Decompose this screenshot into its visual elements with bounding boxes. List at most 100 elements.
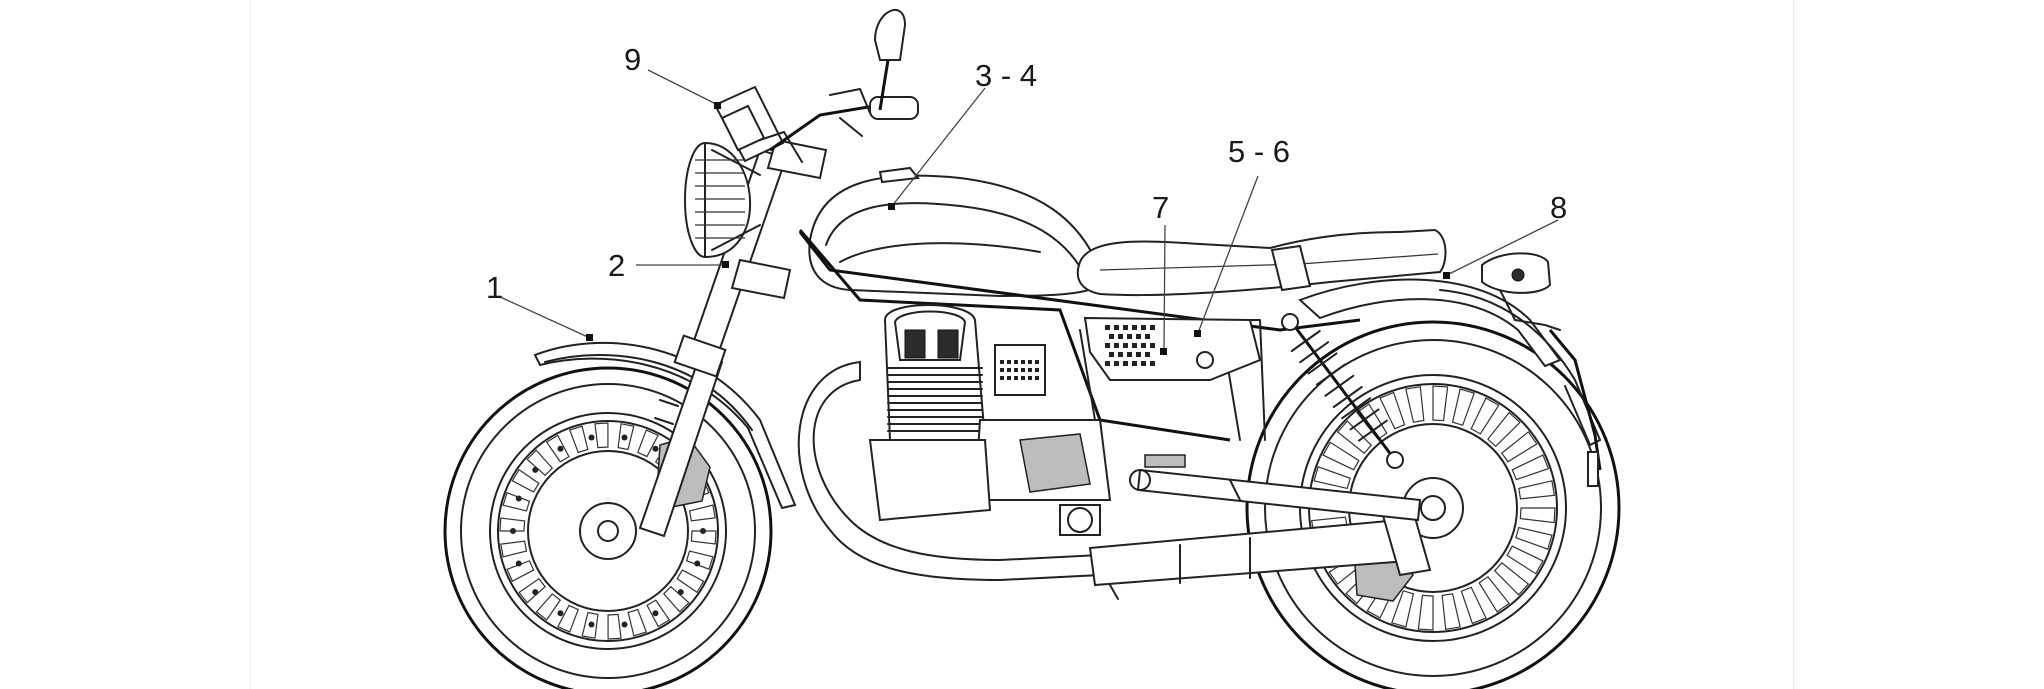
front-wheel-spoke [637,429,659,458]
airbox-vent-hole [1021,368,1025,372]
vent-hole [1132,343,1137,348]
callout-7: 7 [1152,190,1169,225]
brake-disc-hole [515,495,522,502]
brake-disc-hole [557,610,564,617]
vent-hole [1145,352,1150,357]
airbox-vent-hole [1021,360,1025,364]
rear-wheel-spoke [1460,586,1487,625]
footpeg [1109,454,1241,600]
vent-hole [1118,352,1123,357]
front-wheel-spoke [676,569,705,594]
rear-wheel-spoke [1518,480,1556,500]
airbox-vent-hole [1007,376,1011,380]
airbox-vent-hole [1021,376,1025,380]
left-margin [0,0,251,689]
vent-hole [1105,343,1110,348]
airbox-vent-hole [1007,368,1011,372]
shock-coil [1315,363,1346,386]
rear-wheel [1245,320,1621,689]
vent-hole [1145,334,1150,339]
vent-hole [1127,334,1132,339]
brake-disc-hole [515,560,522,567]
front-wheel-spoke [662,585,690,613]
brake-disc-hole [557,445,564,452]
front-fender [533,341,797,510]
shock-coil [1290,330,1321,352]
callout-3-4: 3 - 4 [975,58,1037,93]
vent-hole [1150,343,1155,348]
vent-hole [1123,361,1128,366]
brake-disc-hole [694,560,701,567]
airbox-vent-hole [1014,360,1018,364]
headlight [684,141,761,259]
rear-wheel-spoke [1356,403,1388,441]
right-margin [1793,0,2044,689]
vent-hole [1150,361,1155,366]
fuel-tank [808,166,1103,298]
shock-coil [1307,352,1338,375]
rear-wheel-spoke [1487,411,1521,448]
airbox-vent-hole [1028,368,1032,372]
rear-wheel-spoke [1391,590,1415,628]
vent-hole [1136,334,1141,339]
brake-disc-hole [677,589,684,596]
front-wheel-spoke [557,604,579,633]
side-cover [1083,316,1262,381]
callout-1: 1 [486,270,503,305]
brake-disc-hole [588,434,595,441]
rear-wheel-spoke [1336,420,1373,454]
exhaust [797,360,1432,587]
swingarm [1129,468,1422,522]
front-wheel-spoke [506,560,535,583]
shock-coil [1324,374,1355,397]
rear-wheel-spoke [1478,575,1510,613]
vent-hole [1150,325,1155,330]
front-fork [638,138,828,538]
brake-disc-hole [532,589,539,596]
callout-5-6: 5 - 6 [1228,134,1290,169]
airbox-vent-hole [1014,376,1018,380]
front-wheel-spoke [607,613,622,640]
brake-disc-hole [621,621,628,628]
brake-disc-hole [652,445,659,452]
airbox-vent-hole [1028,376,1032,380]
front-wheel-spoke [518,577,546,604]
brake-disc-hole [652,610,659,617]
front-wheel-spoke [690,530,717,545]
vent-hole [1141,325,1146,330]
front-wheel-spoke [568,425,589,454]
front-wheel [443,366,773,689]
shock-coil [1357,419,1388,442]
front-wheel-spoke [688,504,716,522]
brake-disc-hole [510,528,516,534]
airbox-vent-hole [1028,360,1032,364]
airbox-vent-hole [1035,368,1039,372]
vent-hole [1114,361,1119,366]
front-wheel-spoke [685,550,714,570]
callout-9: 9 [624,42,641,77]
vent-hole [1105,361,1110,366]
mirror [873,8,907,111]
shock-coil [1349,408,1380,431]
rear-wheel-spoke [1432,385,1449,422]
rear-wheel-spoke [1322,441,1360,471]
rear-wheel-spoke [1441,593,1461,631]
rear-wheel-spoke [1515,526,1553,550]
airbox-vent-hole [1007,360,1011,364]
airbox-vent-hole [1014,368,1018,372]
front-wheel-spoke [627,608,648,637]
handlebar [769,88,919,152]
front-wheel-spoke [500,540,528,558]
rear-wheel-spoke [1417,594,1434,631]
rear-wheel-spoke [1470,397,1500,435]
shock-coil [1341,397,1372,420]
vent-hole [1109,352,1114,357]
vent-hole [1141,361,1146,366]
vent-hole [1132,325,1137,330]
front-wheel-spoke [535,593,562,621]
front-wheel-spoke [502,492,531,512]
callout-8: 8 [1550,190,1567,225]
vent-hole [1123,343,1128,348]
instrument-cluster [713,85,803,163]
